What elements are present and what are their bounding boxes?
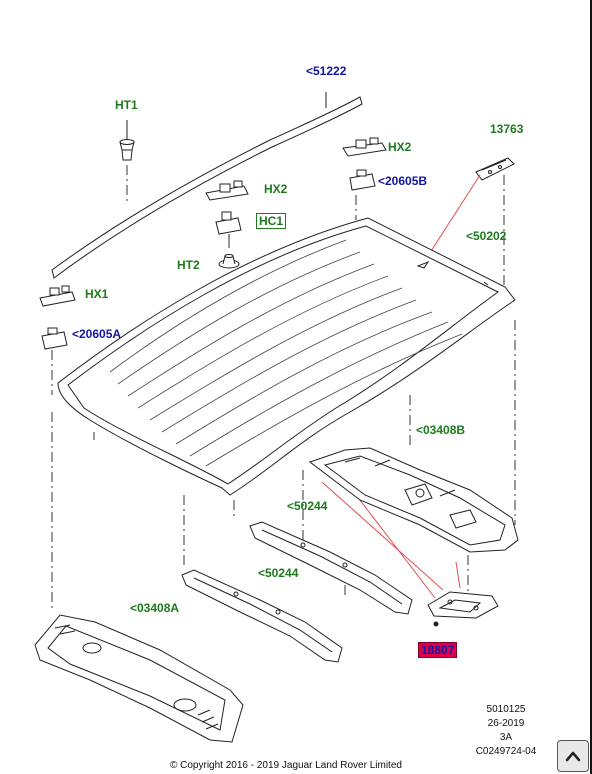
roof-bow-50244-lower xyxy=(181,569,343,663)
drawing-revision: 3A xyxy=(499,732,513,743)
callout-hx1[interactable]: HX1 xyxy=(85,287,109,301)
bracket-18807 xyxy=(427,591,499,627)
chevron-up-icon xyxy=(565,751,581,762)
hc1-clip xyxy=(215,211,242,238)
ht1-stud xyxy=(119,120,135,161)
clip-20605b xyxy=(349,169,376,191)
drawing-number: 5010125 xyxy=(486,704,526,715)
callout-20605b[interactable]: <20605B xyxy=(378,174,428,188)
part-13763 xyxy=(475,157,515,181)
callout-18807[interactable]: 18807 xyxy=(418,642,458,658)
rear-header-03408b xyxy=(308,447,519,553)
callout-03408b[interactable]: <03408B xyxy=(416,423,466,437)
callout-hx2-upper[interactable]: HX2 xyxy=(388,140,412,154)
callout-20605a[interactable]: <20605A xyxy=(72,327,122,341)
frame-border xyxy=(590,0,592,774)
callout-50244-lower[interactable]: <50244 xyxy=(258,566,299,580)
front-header-03408a xyxy=(34,614,244,743)
drawing-reference: C0249724-04 xyxy=(475,746,537,757)
hx1-bracket xyxy=(39,285,76,307)
callout-50244-upper[interactable]: <50244 xyxy=(287,499,328,513)
roof-rail-strip xyxy=(51,92,363,279)
roof-bow-50244-upper xyxy=(249,521,413,615)
copyright-notice: © Copyright 2016 - 2019 Jaguar Land Rove… xyxy=(170,760,402,771)
callout-hx2-lower[interactable]: HX2 xyxy=(264,182,288,196)
construction-lines xyxy=(51,165,516,610)
roof-panel-50202 xyxy=(57,217,516,496)
drawing-date: 26-2019 xyxy=(487,718,525,729)
callout-hc1[interactable]: HC1 xyxy=(256,213,287,229)
callout-51222[interactable]: <51222 xyxy=(306,64,347,78)
clip-20605a xyxy=(41,327,68,350)
callout-13763[interactable]: 13763 xyxy=(490,122,524,136)
scroll-to-top-button[interactable] xyxy=(557,740,589,772)
callout-ht1[interactable]: HT1 xyxy=(115,98,138,112)
hx2-lower-bracket xyxy=(205,180,249,201)
callout-03408a[interactable]: <03408A xyxy=(130,601,180,615)
callout-50202[interactable]: <50202 xyxy=(466,229,507,243)
hx2-upper-bracket xyxy=(342,137,387,157)
callout-ht2[interactable]: HT2 xyxy=(177,258,200,272)
ht2-grommet xyxy=(218,254,240,269)
